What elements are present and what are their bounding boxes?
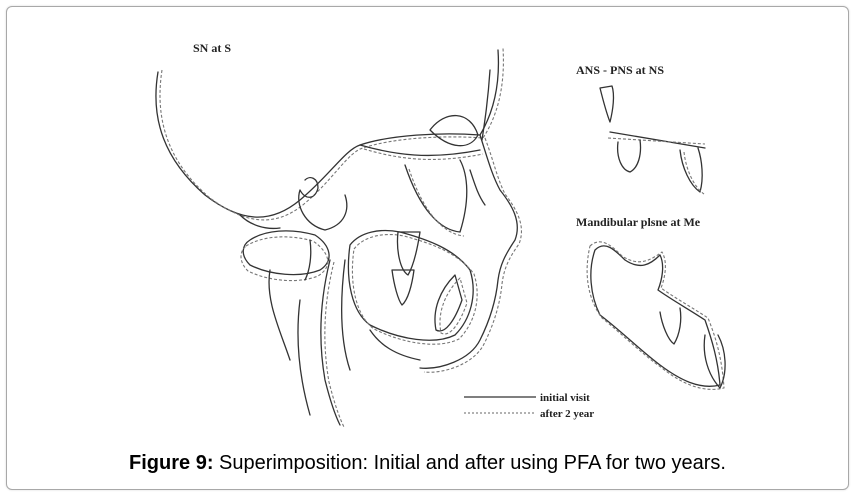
- label-sn-at-s: SN at S: [193, 41, 231, 55]
- cephalometric-tracing: [155, 47, 523, 428]
- maxilla-line-after: [363, 148, 484, 237]
- cranium-outline-initial: [155, 49, 500, 218]
- caption-text: Superimposition: Initial and after using…: [213, 452, 726, 474]
- incisor: [434, 274, 463, 332]
- mandible-inset-after: [586, 241, 725, 390]
- palatal-plane: [609, 131, 706, 149]
- pharynx-line: [320, 259, 351, 426]
- figure-caption: Figure 9: Superimposition: Initial and a…: [0, 452, 855, 475]
- vertebra-lines: [239, 214, 312, 281]
- inset-molar: [616, 139, 642, 173]
- nasion-lines: [469, 69, 491, 206]
- label-ans-pns: ANS - PNS at NS: [576, 63, 664, 77]
- ans-small-tooth: [599, 85, 615, 123]
- maxilla-line: [359, 144, 481, 233]
- pharynx-line-after: [324, 261, 345, 428]
- orbit: [429, 114, 479, 147]
- cranial-base: [242, 230, 330, 276]
- label-mandibular-plane: Mandibular plsne at Me: [576, 215, 701, 229]
- caption-figure-label: Figure 9:: [129, 452, 214, 474]
- legend-initial: initial visit: [540, 392, 590, 404]
- ans-pns-inset: [599, 85, 706, 195]
- figure-frame: [6, 6, 849, 490]
- inset-incisor: [679, 147, 703, 193]
- mandibular-inset: [586, 241, 726, 390]
- upper-molar: [396, 231, 421, 276]
- legend: initial visit after 2 year: [464, 392, 594, 420]
- lower-molar: [391, 269, 415, 306]
- facial-profile-after: [423, 137, 523, 373]
- hyoid: [369, 329, 421, 361]
- legend-after: after 2 year: [540, 408, 594, 420]
- incisor-after: [439, 277, 468, 335]
- palatal-plane-after: [607, 137, 706, 145]
- facial-profile-initial: [419, 134, 518, 369]
- inset-lower-molar: [659, 307, 682, 345]
- sella-region: [298, 177, 348, 231]
- inset-lower-incisor: [703, 334, 726, 389]
- neck-line: [268, 269, 311, 416]
- cranium-outline-after: [159, 47, 504, 221]
- inset-incisor-after: [683, 151, 705, 195]
- mandible-inset-initial: [590, 245, 721, 387]
